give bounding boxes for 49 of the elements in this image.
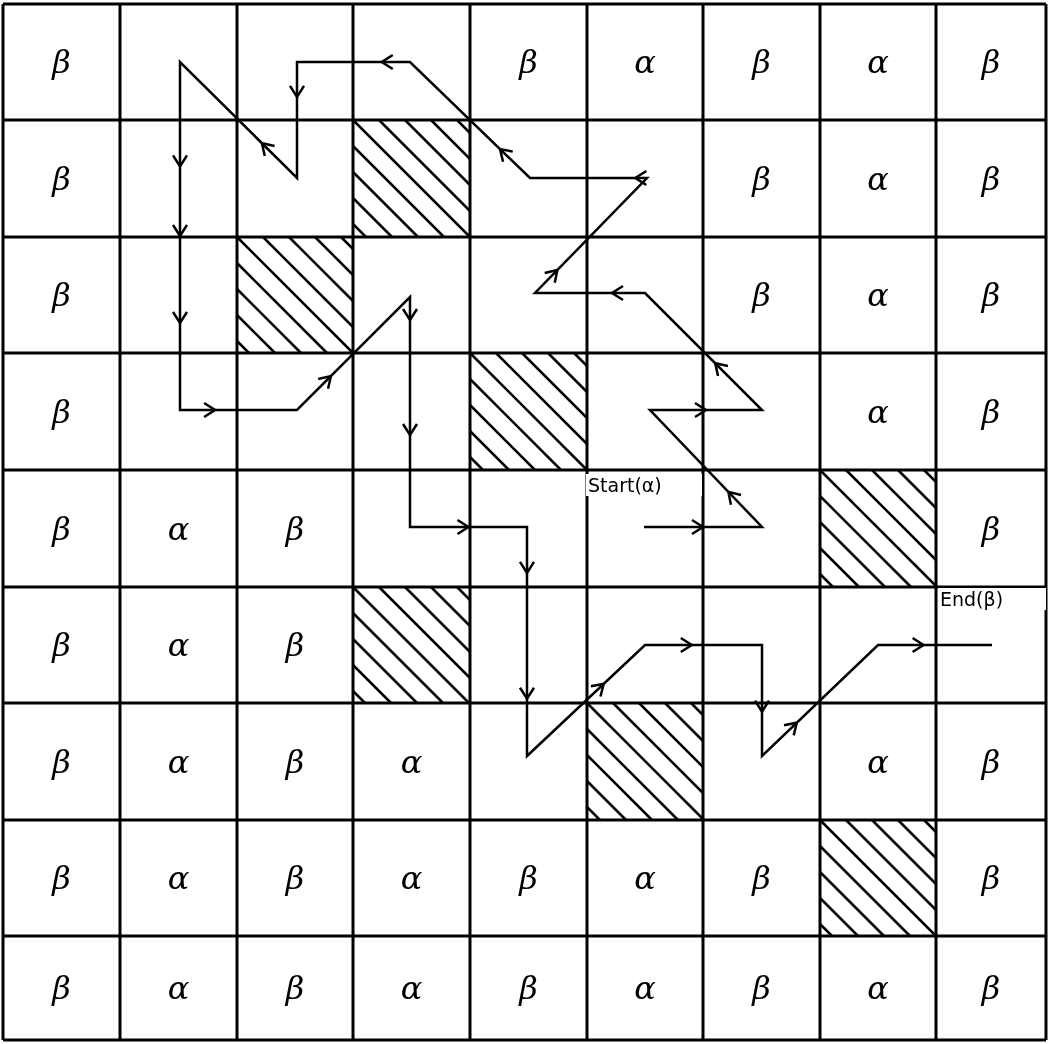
cell-letter: α <box>167 512 190 545</box>
cell-letter: α <box>867 46 889 78</box>
endpoint-label: End(β) <box>938 588 1046 610</box>
cell-letter: α <box>634 46 656 78</box>
cell-letter: β <box>52 862 71 894</box>
cell-letter: α <box>167 862 190 894</box>
cell-letter: β <box>285 745 305 778</box>
cell-letter: β <box>981 395 1001 428</box>
cell-letter: α <box>867 395 889 428</box>
cell-letter: β <box>752 279 771 311</box>
cell-letter: β <box>52 629 71 661</box>
cell-letter: β <box>752 972 771 1004</box>
cell-letter: β <box>752 162 771 195</box>
cell-letter: α <box>167 745 190 778</box>
cell-letter: β <box>285 972 305 1004</box>
cell-letter: β <box>981 279 1001 311</box>
cell-letter: β <box>52 745 71 778</box>
cell-letter: β <box>519 46 538 78</box>
cell-letter: β <box>981 46 1001 78</box>
cell-letter: β <box>285 629 305 661</box>
cell-letter: β <box>519 862 538 894</box>
cell-letter: β <box>981 862 1001 894</box>
cell-letter: β <box>981 162 1001 195</box>
cell-letter: α <box>167 629 190 661</box>
cell-letter: α <box>400 972 423 1004</box>
cell-letter: α <box>167 972 190 1004</box>
cell-letter: α <box>634 862 656 894</box>
cell-letter: β <box>981 972 1001 1004</box>
cell-letter: α <box>400 862 423 894</box>
cell-letter: β <box>519 972 538 1004</box>
cell-letter: α <box>634 972 656 1004</box>
cell-letter: α <box>867 279 889 311</box>
cell-letter: β <box>52 162 71 195</box>
cell-letter: α <box>400 745 423 778</box>
cell-letter: β <box>981 512 1001 545</box>
cell-letter: β <box>52 279 71 311</box>
cell-letter: α <box>867 972 889 1004</box>
cell-letter: β <box>981 745 1001 778</box>
cell-letter: β <box>52 395 71 428</box>
cell-letter: β <box>52 46 71 78</box>
cell-letter: α <box>867 162 889 195</box>
cell-letter: β <box>52 972 71 1004</box>
cell-letter: β <box>752 862 771 894</box>
cell-letter: β <box>285 862 305 894</box>
cell-letter: β <box>285 512 305 545</box>
cell-letter: β <box>752 46 771 78</box>
endpoint-label: Start(α) <box>586 474 702 496</box>
cell-letter: β <box>52 512 71 545</box>
cell-letter: α <box>867 745 889 778</box>
